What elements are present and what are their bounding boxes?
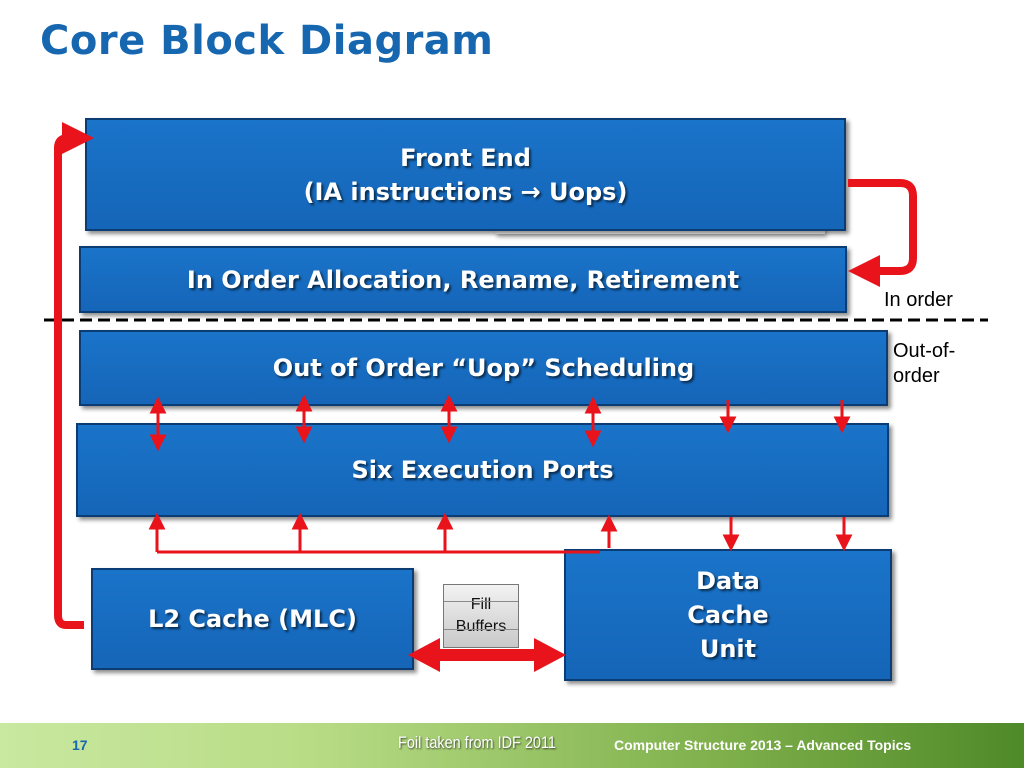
l2-data-cache-arrow [408, 638, 566, 672]
slide-title: Core Block Diagram [40, 18, 494, 64]
fill-buffers-box: Fill Buffers [443, 584, 519, 648]
data-cache-line3: Unit [699, 635, 757, 663]
l2-cache-block: L2 Cache (MLC) [91, 568, 414, 670]
in-order-block: In Order Allocation, Rename, Retirement [79, 246, 847, 313]
slide-footer [0, 723, 1024, 768]
out-of-order-block: Out of Order “Uop” Scheduling [79, 330, 888, 406]
page-number: 17 [72, 737, 88, 753]
front-end-block: Front End (IA instructions → Uops) [85, 118, 846, 231]
data-cache-line2: Cache [687, 601, 769, 629]
fill-buffers-line2: Buffers [455, 618, 507, 635]
out-of-order-side-label-2: order [893, 365, 940, 387]
front-end-title: Front End [400, 143, 531, 172]
source-note: Foil taken from IDF 2011 [398, 733, 556, 752]
execution-ports-label: Six Execution Ports [351, 456, 614, 484]
out-of-order-side-label-1: Out-of- [893, 340, 956, 362]
data-cache-line1: Data [696, 567, 760, 595]
in-order-label: In Order Allocation, Rename, Retirement [186, 265, 740, 294]
in-order-side-label: In order [884, 289, 953, 311]
l2-to-front-end-arrow [54, 122, 94, 629]
out-of-order-label: Out of Order “Uop” Scheduling [272, 354, 695, 382]
execution-ports-block: Six Execution Ports [76, 423, 889, 517]
course-title: Computer Structure 2013 – Advanced Topic… [614, 737, 912, 753]
fill-buffers-line1: Fill [470, 596, 492, 613]
result-bus-arrows [148, 512, 853, 554]
scheduler-port-arrows [149, 394, 851, 452]
l2-cache-label: L2 Cache (MLC) [148, 605, 357, 633]
data-cache-block: Data Cache Unit [564, 549, 892, 681]
front-end-subtitle: (IA instructions → Uops) [303, 177, 628, 206]
front-end-to-in-order-arrow [848, 179, 917, 287]
